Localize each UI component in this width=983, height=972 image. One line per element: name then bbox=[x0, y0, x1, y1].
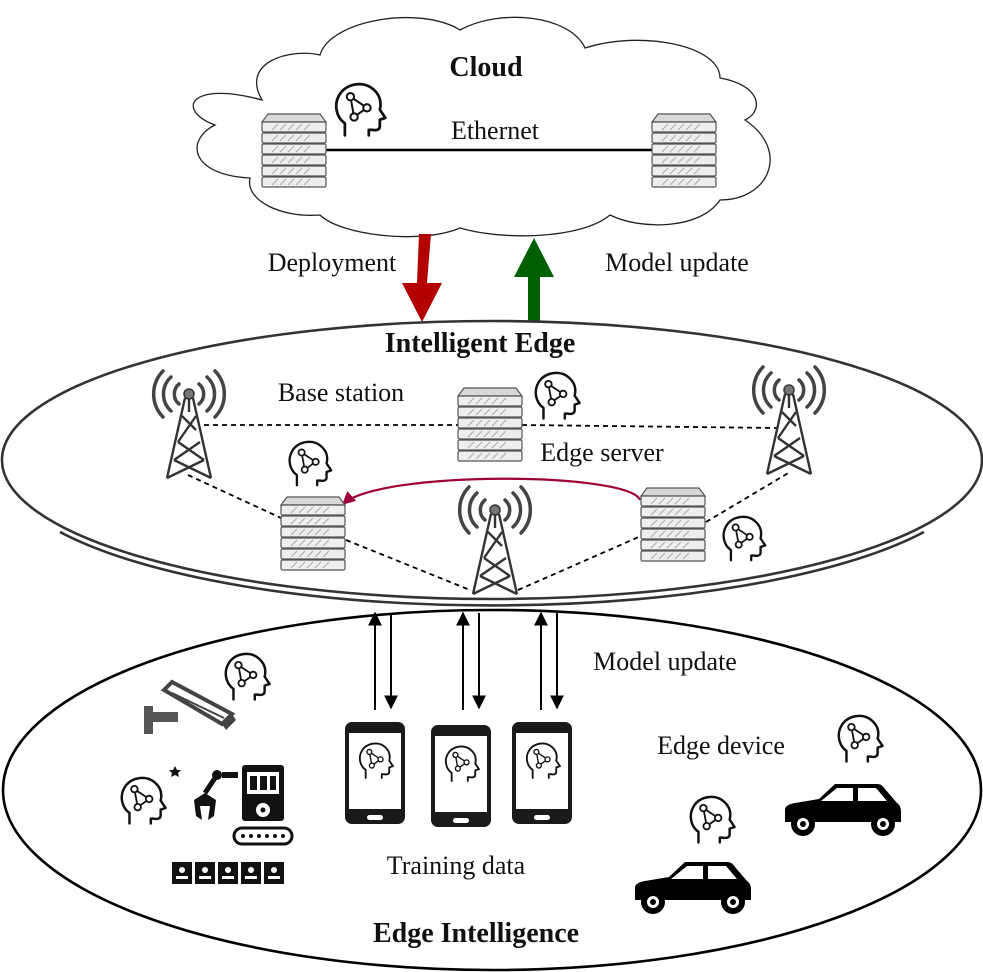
server-rack-icon bbox=[261, 113, 327, 188]
intelligent-edge-region: Intelligent Edge Base station Edge serve… bbox=[0, 319, 983, 601]
smartphone-icon bbox=[345, 722, 405, 824]
device-model-update-label: Model update bbox=[593, 647, 737, 676]
cloud-model-update-label: Model update bbox=[605, 248, 749, 277]
training-data-label: Training data bbox=[387, 851, 526, 880]
edge-device-label: Edge device bbox=[657, 731, 785, 760]
intelligent-edge-title: Intelligent Edge bbox=[385, 328, 576, 359]
server-rack-icon bbox=[280, 496, 346, 571]
smartphone-icon bbox=[431, 725, 491, 827]
device-uplink-downlink-arrows bbox=[368, 611, 564, 710]
edge-intelligence-title: Edge Intelligence bbox=[373, 918, 579, 949]
server-rack-icon bbox=[640, 487, 706, 562]
edge-server-label: Edge server bbox=[540, 438, 664, 467]
smartphone-icon bbox=[512, 722, 572, 824]
surveillance-camera-icon bbox=[144, 679, 236, 734]
model-update-arrow bbox=[514, 238, 554, 322]
cloud-region: Cloud Ethernet bbox=[192, 16, 771, 238]
ethernet-label: Ethernet bbox=[451, 116, 540, 145]
backhaul-links bbox=[187, 424, 791, 591]
server-rack-icon bbox=[651, 113, 717, 188]
deployment-arrow bbox=[402, 234, 442, 322]
intelligent-edge-lower-border bbox=[59, 530, 925, 607]
cloud-shape bbox=[192, 16, 771, 238]
cloud-title: Cloud bbox=[449, 52, 523, 83]
edge-intelligence-region: Edge Intelligence Model update Edge devi… bbox=[1, 608, 983, 972]
deployment-label: Deployment bbox=[268, 248, 397, 277]
server-rack-icon bbox=[457, 387, 523, 462]
cloud-edge-flows: Deployment Model update bbox=[268, 234, 749, 322]
base-station-label: Base station bbox=[278, 378, 404, 407]
industrial-robot-icon bbox=[169, 765, 294, 884]
model-migration-arrow bbox=[342, 477, 642, 505]
